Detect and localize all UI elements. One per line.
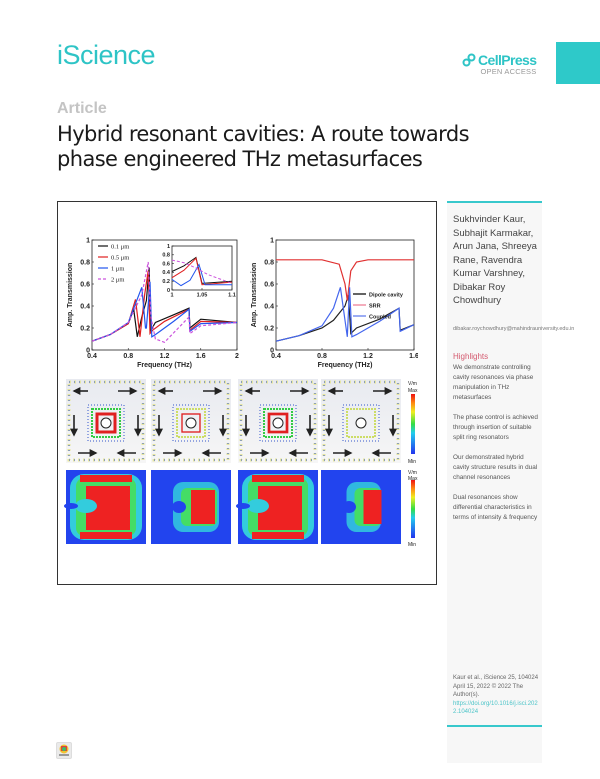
highlights-list: We demonstrate controlling cavity resona…: [453, 363, 541, 533]
svg-text:1.2: 1.2: [363, 353, 373, 360]
svg-text:1.2: 1.2: [160, 353, 170, 360]
svg-text:1 μm: 1 μm: [111, 266, 124, 273]
cellpress-link-icon: [462, 53, 476, 67]
svg-text:0.8: 0.8: [123, 353, 133, 360]
svg-text:0.6: 0.6: [264, 281, 274, 288]
svg-text:1.1: 1.1: [228, 293, 236, 299]
svg-text:0.4: 0.4: [264, 303, 274, 310]
svg-text:0.1 μm: 0.1 μm: [111, 244, 129, 251]
svg-text:SRR: SRR: [369, 304, 381, 310]
accent-bar: [556, 42, 600, 84]
colorbar-unit-2: V/m: [408, 470, 417, 476]
field-maps-surface-current: V/m Max Min: [66, 379, 418, 465]
colorbar-max-2: Max: [408, 476, 418, 482]
svg-text:2: 2: [235, 353, 239, 360]
article-type: Article: [57, 100, 107, 117]
svg-text:1.6: 1.6: [196, 353, 206, 360]
svg-text:0.6: 0.6: [80, 281, 90, 288]
svg-text:0.4: 0.4: [80, 303, 90, 310]
article-sidebar: Sukhvinder Kaur, Subhajit Karmakar, Arun…: [447, 201, 575, 763]
svg-text:0.6: 0.6: [162, 261, 170, 267]
colorbar-unit: V/m: [408, 381, 417, 387]
svg-text:0.4: 0.4: [87, 353, 97, 360]
svg-text:0: 0: [270, 347, 274, 354]
svg-text:0.8: 0.8: [80, 259, 90, 266]
article-title: Hybrid resonant cavities: A route toward…: [57, 122, 470, 171]
svg-text:0.8: 0.8: [264, 259, 274, 266]
svg-text:1.05: 1.05: [197, 293, 208, 299]
colorbar-max: Max: [408, 388, 418, 394]
citation-block: Kaur et al., iScience 25, 104024 April 1…: [453, 674, 541, 717]
svg-text:Frequency (THz): Frequency (THz): [318, 362, 373, 369]
highlight-item: Dual resonances show differential charac…: [453, 494, 538, 521]
author-list: Sukhvinder Kaur, Subhajit Karmakar, Arun…: [453, 214, 537, 306]
highlight-item: Our demonstrated hybrid cavity structure…: [453, 454, 538, 481]
svg-text:0.4: 0.4: [271, 353, 281, 360]
svg-text:Amp. Transmission: Amp. Transmission: [67, 263, 74, 328]
check-for-updates-icon[interactable]: [56, 742, 72, 759]
svg-text:1.6: 1.6: [409, 353, 418, 360]
svg-text:0.2: 0.2: [264, 325, 274, 332]
doi-link[interactable]: https://doi.org/10.1016/j.isci.2022.1040…: [453, 700, 538, 716]
svg-text:0.4: 0.4: [162, 270, 171, 276]
svg-text:1: 1: [270, 237, 274, 244]
corresponding-email-link[interactable]: dibakar.roychowdhury@mahindrauniversity.…: [453, 326, 575, 332]
publisher-logo: CellPress OPEN ACCESS: [462, 52, 537, 76]
citation-text: Kaur et al., iScience 25, 104024: [453, 675, 539, 681]
svg-text:0.8: 0.8: [317, 353, 327, 360]
svg-text:1: 1: [167, 244, 170, 250]
svg-text:Coupled: Coupled: [369, 315, 391, 321]
svg-text:1: 1: [170, 293, 173, 299]
svg-text:1: 1: [86, 237, 90, 244]
highlight-item: We demonstrate controlling cavity resona…: [453, 364, 534, 401]
svg-text:Frequency (THz): Frequency (THz): [137, 362, 192, 369]
journal-logo: iScience: [57, 40, 156, 70]
colorbar-min: Min: [408, 459, 416, 465]
svg-text:2 μm: 2 μm: [111, 277, 124, 284]
svg-text:0.8: 0.8: [162, 253, 170, 259]
svg-text:0: 0: [167, 288, 170, 294]
highlights-heading: Highlights: [453, 352, 489, 361]
svg-text:Amp. Transmission: Amp. Transmission: [251, 263, 258, 328]
open-access-label: OPEN ACCESS: [480, 67, 537, 76]
highlight-item: The phase control is achieved through in…: [453, 414, 538, 441]
svg-text:0.2: 0.2: [162, 279, 170, 285]
svg-text:0.5 μm: 0.5 μm: [111, 255, 129, 262]
sidebar-bottom-rule: [447, 725, 542, 727]
publication-date: April 15, 2022 © 2022 The Author(s).: [453, 683, 524, 699]
field-maps-electric-field: V/m Max Min: [64, 470, 418, 548]
publisher-name: CellPress: [478, 52, 537, 68]
svg-text:0: 0: [86, 347, 90, 354]
svg-text:Dipole cavity: Dipole cavity: [369, 293, 404, 299]
svg-text:0.2: 0.2: [80, 325, 90, 332]
colorbar-min-2: Min: [408, 542, 416, 548]
